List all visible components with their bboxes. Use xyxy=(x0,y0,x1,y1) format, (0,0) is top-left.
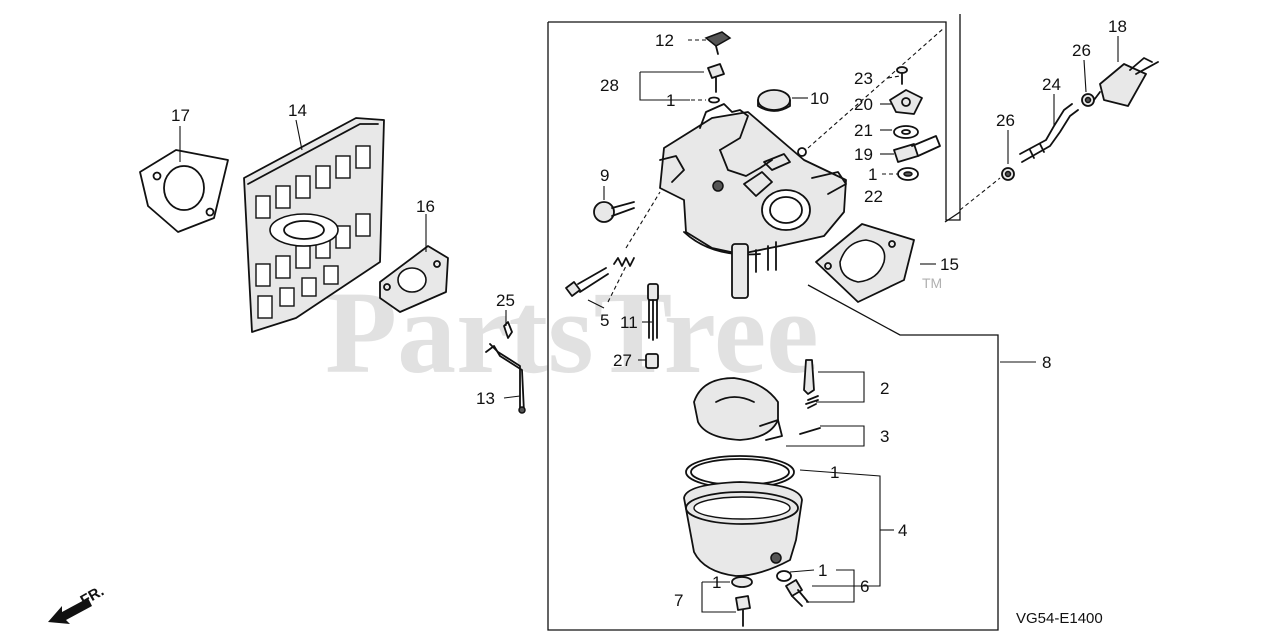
callout-13[interactable]: 13 xyxy=(476,389,495,408)
carburetor-group-frame xyxy=(547,14,999,631)
callout-21[interactable]: 21 xyxy=(854,121,873,140)
callout-7[interactable]: 7 xyxy=(674,591,683,610)
callout-20[interactable]: 20 xyxy=(854,95,873,114)
part-23-screw[interactable] xyxy=(896,66,908,85)
callout-9[interactable]: 9 xyxy=(600,166,609,185)
part-16-gasket[interactable] xyxy=(379,245,449,313)
part-21-washer[interactable] xyxy=(893,125,919,139)
part-17-gasket[interactable] xyxy=(139,149,229,233)
callout-1-upper[interactable]: 1 xyxy=(666,91,675,110)
callout-1-bowl[interactable]: 1 xyxy=(830,463,839,482)
part-27-main-jet[interactable] xyxy=(645,353,659,369)
callout-12[interactable]: 12 xyxy=(655,31,674,50)
front-direction-arrow: FR. xyxy=(48,583,107,624)
part-11-needle-jet[interactable] xyxy=(647,283,659,341)
part-9-screw[interactable] xyxy=(593,201,635,223)
callout-26-left[interactable]: 26 xyxy=(996,111,1015,130)
part-2-float-valve[interactable] xyxy=(803,359,819,409)
frame-diagonal xyxy=(944,211,961,223)
callout-6[interactable]: 6 xyxy=(860,577,869,596)
callout-labels: 17 14 16 25 13 12 28 1 10 9 5 11 27 23 2… xyxy=(171,17,1127,610)
watermark-trademark: TM xyxy=(922,275,942,291)
callout-4[interactable]: 4 xyxy=(898,521,907,540)
part-1-o-ring-upper[interactable] xyxy=(708,96,720,104)
callout-15[interactable]: 15 xyxy=(940,255,959,274)
callout-27[interactable]: 27 xyxy=(613,351,632,370)
part-20-plate[interactable] xyxy=(889,89,923,115)
callout-18[interactable]: 18 xyxy=(1108,17,1127,36)
callout-28[interactable]: 28 xyxy=(600,76,619,95)
callout-8[interactable]: 8 xyxy=(1042,353,1051,372)
callout-5[interactable]: 5 xyxy=(600,311,609,330)
part-7-bowl-bolt[interactable] xyxy=(731,576,753,627)
part-13-choke-rod[interactable] xyxy=(485,343,526,414)
callout-16[interactable]: 16 xyxy=(416,197,435,216)
callout-3[interactable]: 3 xyxy=(880,427,889,446)
callout-11[interactable]: 11 xyxy=(620,313,638,332)
callout-1-bolt[interactable]: 1 xyxy=(712,573,721,592)
carburetor-body[interactable] xyxy=(659,103,847,299)
part-6-drain-screw[interactable] xyxy=(776,570,809,607)
part-19-valve[interactable] xyxy=(893,135,941,163)
callout-23[interactable]: 23 xyxy=(854,69,873,88)
callout-1-drain[interactable]: 1 xyxy=(818,561,827,580)
callout-25[interactable]: 25 xyxy=(496,291,515,310)
callout-14[interactable]: 14 xyxy=(288,101,307,120)
part-26-clip-right[interactable] xyxy=(1081,93,1095,107)
callout-17[interactable]: 17 xyxy=(171,106,190,125)
part-25-clip[interactable] xyxy=(503,321,513,339)
part-14-insulator-plate[interactable] xyxy=(243,117,385,333)
callout-1-side[interactable]: 1 xyxy=(868,165,877,184)
callout-24[interactable]: 24 xyxy=(1042,75,1061,94)
callout-10[interactable]: 10 xyxy=(810,89,829,108)
callout-22[interactable]: 22 xyxy=(864,187,883,206)
part-1-o-ring-side[interactable] xyxy=(897,167,919,181)
arrow-icon xyxy=(48,598,92,624)
leader-lines xyxy=(179,27,1119,613)
part-5-pilot-screw[interactable] xyxy=(565,257,635,297)
callout-2[interactable]: 2 xyxy=(880,379,889,398)
callout-19[interactable]: 19 xyxy=(854,145,873,164)
part-15-gasket[interactable] xyxy=(815,223,915,303)
part-28-screw[interactable] xyxy=(707,63,725,93)
part-12-cap[interactable] xyxy=(704,31,732,55)
part-18-fuel-filter[interactable] xyxy=(1093,57,1159,107)
diagram-code: VG54-E1400 xyxy=(1016,610,1103,627)
part-3-float[interactable] xyxy=(693,377,821,441)
part-4-float-bowl[interactable] xyxy=(683,481,803,577)
part-24-fuel-tube[interactable] xyxy=(1019,103,1079,163)
part-26-clip-left[interactable] xyxy=(1001,167,1015,181)
callout-26-right[interactable]: 26 xyxy=(1072,41,1091,60)
part-10-cap[interactable] xyxy=(757,89,791,112)
